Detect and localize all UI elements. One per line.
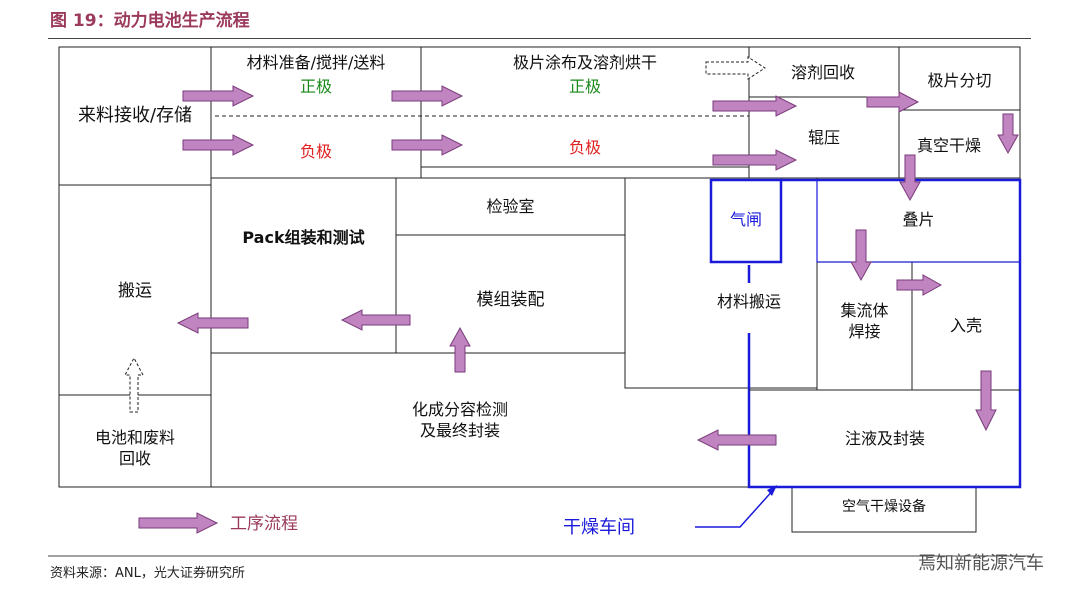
battery-recycling-label: 电池和废料 回收 [94, 428, 175, 468]
mixing-positive-label: 正极 [299, 77, 332, 96]
vacuum-drying-label: 真空干燥 [916, 136, 981, 155]
arrow-case-to-fill [975, 370, 997, 432]
coating-negative-label: 负极 [568, 138, 601, 157]
coating-label: 极片涂布及溶剂烘干 [512, 53, 657, 72]
arrow-slit-to-dry [997, 113, 1019, 155]
arrow-stack-to-weld [850, 229, 872, 282]
arrow-recycle-to-handling [124, 356, 144, 413]
arrow-mix-to-coat-neg [391, 134, 464, 156]
dry-room-outline [747, 178, 1022, 489]
material-handling-label: 材料搬运 [716, 292, 781, 311]
figure-title: 图 19：动力电池生产流程 [50, 11, 250, 31]
arrow-coat-to-cal-pos [712, 95, 798, 117]
dry-air-equipment-label: 空气干燥设备 [842, 499, 926, 515]
formation-testing-label: 化成分容检测 及最终封装 [411, 400, 508, 440]
legend-process-flow-label: 工序流程 [230, 514, 298, 534]
source-note: 资料来源：ANL，光大证券研究所 [50, 566, 245, 581]
casing-label: 入壳 [949, 316, 982, 335]
arrow-coat-to-cal-neg [712, 149, 798, 171]
receiving-label: 来料接收/存储 [77, 105, 193, 126]
inspection-room-label: 检验室 [486, 197, 535, 216]
dry-room-pointer-head [767, 485, 777, 496]
top-rule [48, 38, 1031, 39]
arrow-weld-to-case [896, 274, 943, 296]
arrow-formation-to-module [449, 326, 471, 373]
dry-room-pointer [695, 487, 776, 528]
arrow-recv-to-mix-pos [182, 85, 255, 107]
arrow-filling-to-formation [696, 429, 777, 451]
legend-dry-room-label: 干燥车间 [563, 517, 635, 538]
slitting-label: 极片分切 [927, 71, 992, 90]
arrow-dry-to-stack [899, 154, 921, 202]
arrow-pack-to-handling [176, 312, 249, 334]
handling-label: 搬运 [118, 281, 152, 301]
arrow-cal-to-slit [866, 91, 920, 113]
mixing-negative-label: 负极 [299, 142, 332, 161]
vacuum-drying-box [898, 109, 1021, 179]
mixing-label: 材料准备/搅拌/送料 [246, 53, 386, 72]
airlock-label: 气闸 [729, 210, 762, 229]
pack-assembly-label: Pack组装和测试 [242, 228, 365, 247]
arrow-mix-to-coat-pos [391, 85, 464, 107]
calendering-label: 辊压 [807, 128, 840, 147]
module-assembly-label: 模组装配 [476, 290, 545, 310]
coating-positive-label: 正极 [568, 77, 601, 96]
arrow-coat-to-solvent [705, 56, 766, 80]
stacking-label: 叠片 [902, 210, 935, 229]
legend-arrow [138, 512, 219, 534]
watermark: 焉知新能源汽车 [918, 553, 1044, 574]
airlock-box [709, 178, 783, 264]
arrow-module-to-pack [340, 309, 411, 331]
collector-welding-label: 集流体 焊接 [840, 301, 889, 341]
filling-sealing-label: 注液及封装 [844, 429, 925, 448]
arrow-recv-to-mix-neg [182, 134, 255, 156]
solvent-recovery-label: 溶剂回收 [790, 63, 855, 82]
